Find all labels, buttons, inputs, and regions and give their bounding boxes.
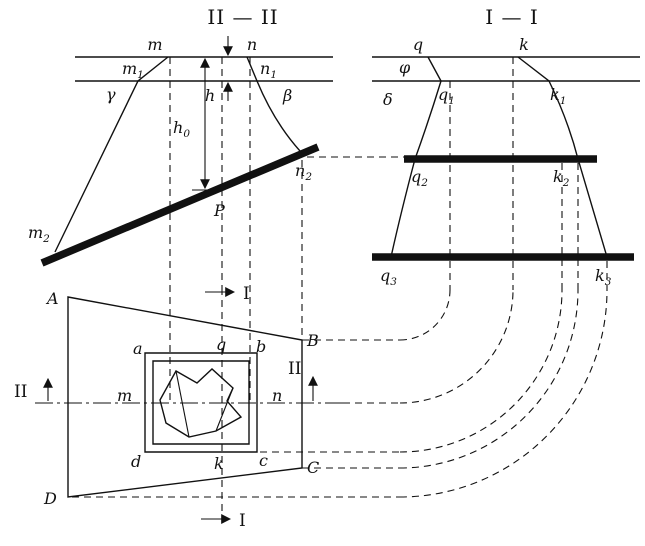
label-plan-k: k	[214, 454, 224, 473]
label-c: c	[259, 451, 268, 470]
label-delta: δ	[383, 90, 393, 109]
label-A: A	[45, 289, 59, 308]
label-plan-n: n	[272, 386, 282, 405]
label-D: D	[43, 489, 57, 508]
section-ii-title: II — II	[207, 5, 278, 29]
label-q: q	[413, 35, 423, 54]
label-m: m	[147, 35, 162, 54]
label-C: C	[307, 458, 319, 477]
right-slope-line	[246, 56, 301, 152]
mark-ii-left: II	[14, 382, 27, 402]
projection-arc	[399, 289, 514, 404]
label-d: d	[131, 452, 141, 471]
section-i-title: I — I	[485, 5, 539, 29]
projection-arc	[399, 289, 579, 469]
label-beta: β	[282, 86, 292, 105]
label-m2: m2	[28, 223, 50, 245]
label-n: n	[247, 35, 257, 54]
projection-arc	[399, 289, 563, 453]
label-n1: n1	[260, 59, 277, 81]
label-q2: q2	[411, 167, 428, 189]
mark-i-bottom: I	[239, 511, 246, 531]
label-plan-q: q	[216, 335, 226, 354]
mark-i-top: I	[243, 284, 250, 304]
label-n2: n2	[295, 161, 312, 183]
section-i-view: I — I q k φ δ q1 k1 q2 k2 q3 k3	[372, 5, 640, 288]
label-P: P	[213, 201, 225, 220]
left-slope-line	[54, 56, 169, 253]
label-b: b	[256, 337, 266, 356]
label-a: a	[133, 339, 143, 358]
label-k: k	[519, 35, 529, 54]
pit-inner-contour	[152, 360, 250, 445]
label-q1: q1	[438, 85, 455, 107]
label-h: h	[205, 86, 215, 105]
label-m1: m1	[122, 59, 144, 81]
projection-arc	[399, 289, 451, 341]
pit-top-contour	[144, 352, 258, 453]
plan-view: A B C D a q b m n d k c I I II II	[14, 284, 343, 531]
label-h0: h0	[173, 118, 190, 140]
ore-body-facet-line	[215, 387, 234, 432]
ore-body-outline	[159, 368, 243, 438]
projection-arc	[399, 289, 608, 498]
label-plan-m: m	[117, 386, 132, 405]
label-phi: φ	[399, 58, 411, 77]
label-q3: q3	[380, 266, 397, 288]
label-k1: k1	[550, 85, 566, 107]
label-B: B	[306, 331, 319, 350]
label-k3: k3	[595, 266, 612, 288]
label-k2: k2	[553, 167, 570, 189]
ore-body-facet-line	[175, 370, 190, 438]
outcrop-contour	[67, 296, 303, 498]
label-gamma: γ	[106, 85, 116, 104]
ore-seam-line	[40, 143, 320, 267]
section-ii-view: II — II m n m1 n1 γ β h h0 P n2 m2	[28, 5, 333, 267]
mark-ii-right: II	[288, 359, 301, 379]
